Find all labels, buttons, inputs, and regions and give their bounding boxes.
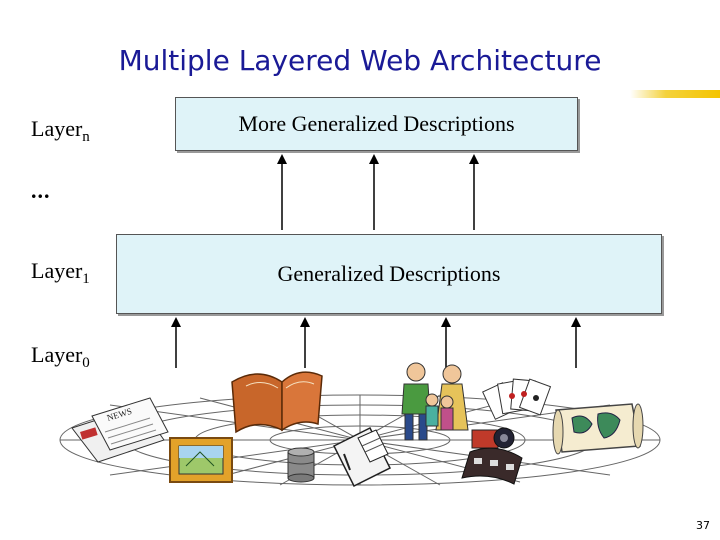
title-accent-bar bbox=[630, 90, 720, 98]
newspaper-icon: NEWS bbox=[71, 397, 169, 463]
more-generalized-box: More Generalized Descriptions bbox=[175, 97, 578, 151]
open-book-icon bbox=[231, 371, 323, 434]
layer-0-label: Layer0 bbox=[31, 342, 90, 371]
family-icon bbox=[401, 362, 469, 441]
page-number: 37 bbox=[696, 519, 710, 532]
map-scroll-icon bbox=[552, 403, 644, 455]
database-icon bbox=[287, 447, 315, 483]
film-camera-icon bbox=[461, 427, 523, 485]
page-title: Multiple Layered Web Architecture bbox=[118, 44, 602, 77]
layer-1-label: Layer1 bbox=[31, 258, 90, 287]
generalized-box: Generalized Descriptions bbox=[116, 234, 662, 314]
notebook-icon bbox=[332, 426, 392, 488]
upper-arrows bbox=[277, 154, 479, 230]
lower-arrows bbox=[171, 317, 581, 368]
layer-n-label: Layern bbox=[31, 116, 90, 145]
framed-picture-icon bbox=[169, 437, 233, 483]
playing-cards-icon bbox=[482, 378, 552, 420]
layer-ellipsis: ... bbox=[31, 178, 51, 203]
